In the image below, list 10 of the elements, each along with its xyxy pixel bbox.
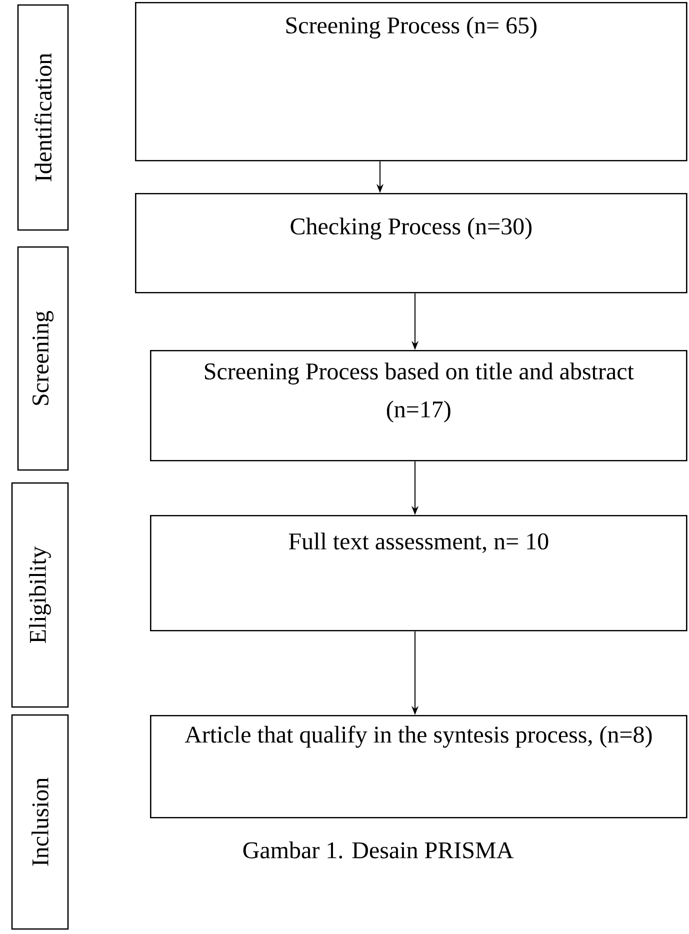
phase-label-box: Identification bbox=[17, 4, 69, 231]
phase-label-box: Screening bbox=[17, 246, 69, 471]
phase-label-box: Inclusion bbox=[11, 714, 69, 930]
phase-label-box: Eligibility bbox=[11, 482, 69, 708]
process-box: Screening Process (n= 65) bbox=[135, 2, 688, 162]
process-box: Article that qualify in the syntesis process, (n=8) bbox=[150, 715, 688, 818]
process-box: Screening Process based on title and abstract (n=17) bbox=[150, 350, 688, 462]
process-box: Checking Process (n=30) bbox=[135, 193, 688, 294]
process-box: Full text assessment, n= 10 bbox=[150, 515, 688, 632]
figure-caption: Gambar 1. Desain PRISMA bbox=[243, 842, 514, 858]
